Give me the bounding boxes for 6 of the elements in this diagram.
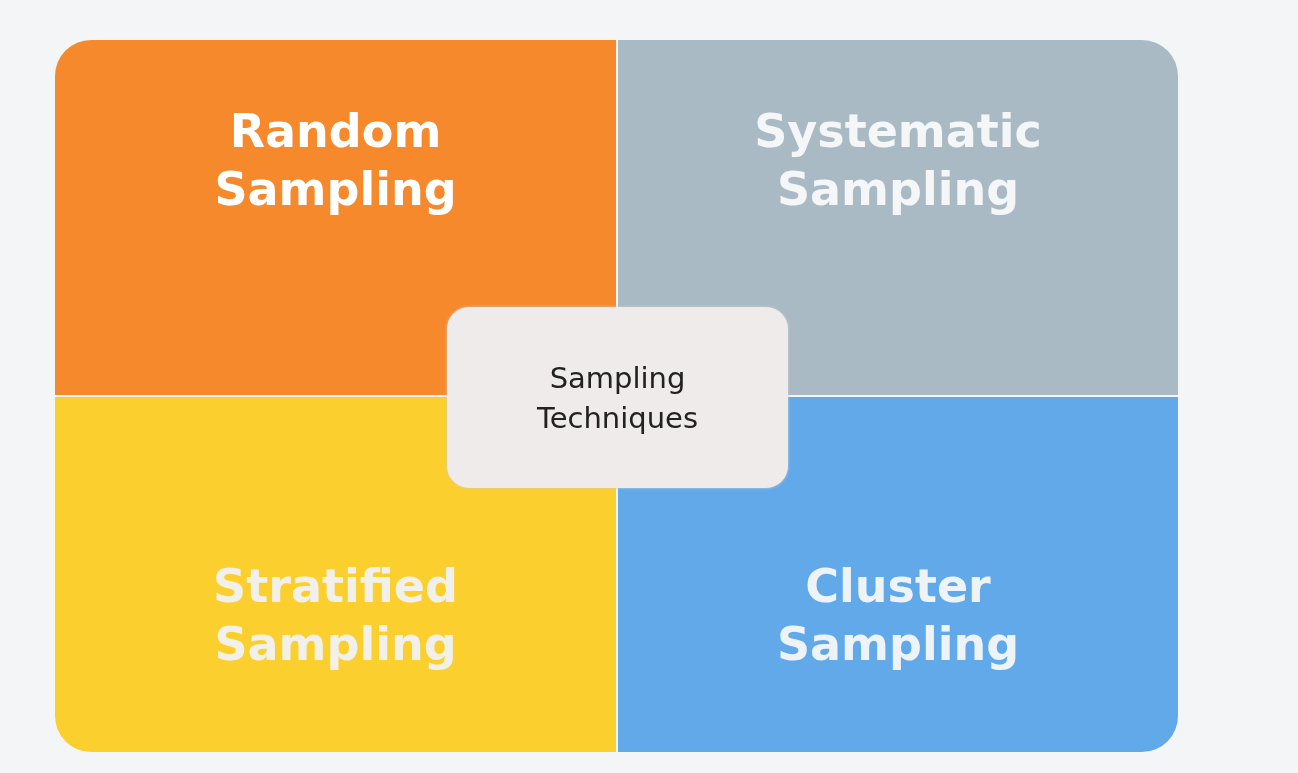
quadrant-heading: Stratified Sampling <box>212 558 459 673</box>
center-label: Sampling Techniques <box>535 359 700 437</box>
quadrant-heading: Cluster Sampling <box>775 558 1021 673</box>
quadrant-heading: Random Sampling <box>213 103 458 218</box>
center-box <box>447 307 788 488</box>
quadrant-heading: Systematic Sampling <box>753 103 1043 218</box>
